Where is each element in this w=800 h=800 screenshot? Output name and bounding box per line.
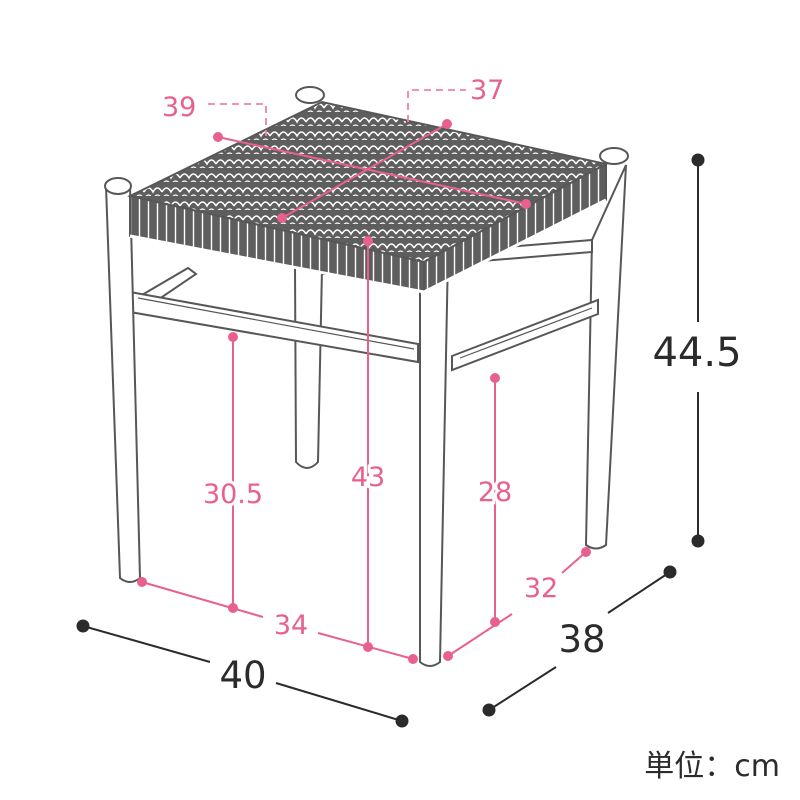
dimension-end-dot (663, 565, 677, 579)
dimension-end-dot (482, 703, 496, 717)
back-left-leg (293, 267, 324, 469)
total-depth-label: 38 (558, 618, 605, 661)
inner-width-label: 34 (274, 610, 308, 641)
right-stretcher (451, 298, 599, 372)
front-rail-height-label: 30.5 (203, 479, 263, 510)
total-width-label: 40 (219, 654, 266, 697)
dimension-end-dot (443, 651, 453, 661)
side-rail-height-label: 28 (478, 477, 512, 508)
dimension-end-dot (691, 534, 705, 548)
front-right-leg (419, 248, 450, 667)
front-left-leg (104, 180, 142, 583)
dimension-end-dot (363, 236, 373, 246)
dimension-end-dot (521, 199, 531, 209)
back-left-leg-top (295, 86, 325, 104)
dimension-end-dot (442, 119, 452, 129)
dimension-end-dot (76, 619, 90, 633)
dimension-end-dot (213, 132, 223, 142)
back-right-leg (584, 164, 627, 550)
overall-dimension-lines (76, 153, 705, 728)
unit-label: 単位：cm (644, 749, 780, 784)
total-height-label: 44.5 (652, 330, 741, 376)
dimension-end-dot (408, 654, 418, 664)
dimension-end-dot (228, 332, 238, 342)
floor-pink-lines (137, 547, 591, 664)
inner-depth-label: 32 (524, 573, 558, 604)
seat-depth-label: 37 (470, 75, 504, 106)
seat-diagonals (213, 119, 531, 223)
dimension-end-dot (490, 373, 500, 383)
back-right-leg-top (599, 147, 629, 165)
vertical-pink-lines (228, 236, 500, 652)
dimension-end-dot (581, 547, 591, 557)
dimension-end-dot (137, 577, 147, 587)
woven-seat (127, 100, 609, 294)
dimension-end-dot (691, 153, 705, 167)
front-stretcher (129, 290, 419, 364)
dimension-end-dot (395, 714, 409, 728)
seat-height-label: 43 (351, 462, 385, 493)
dimension-end-dot (277, 213, 287, 223)
seat-width-label: 39 (162, 92, 196, 123)
front-left-leg-top (104, 177, 132, 195)
